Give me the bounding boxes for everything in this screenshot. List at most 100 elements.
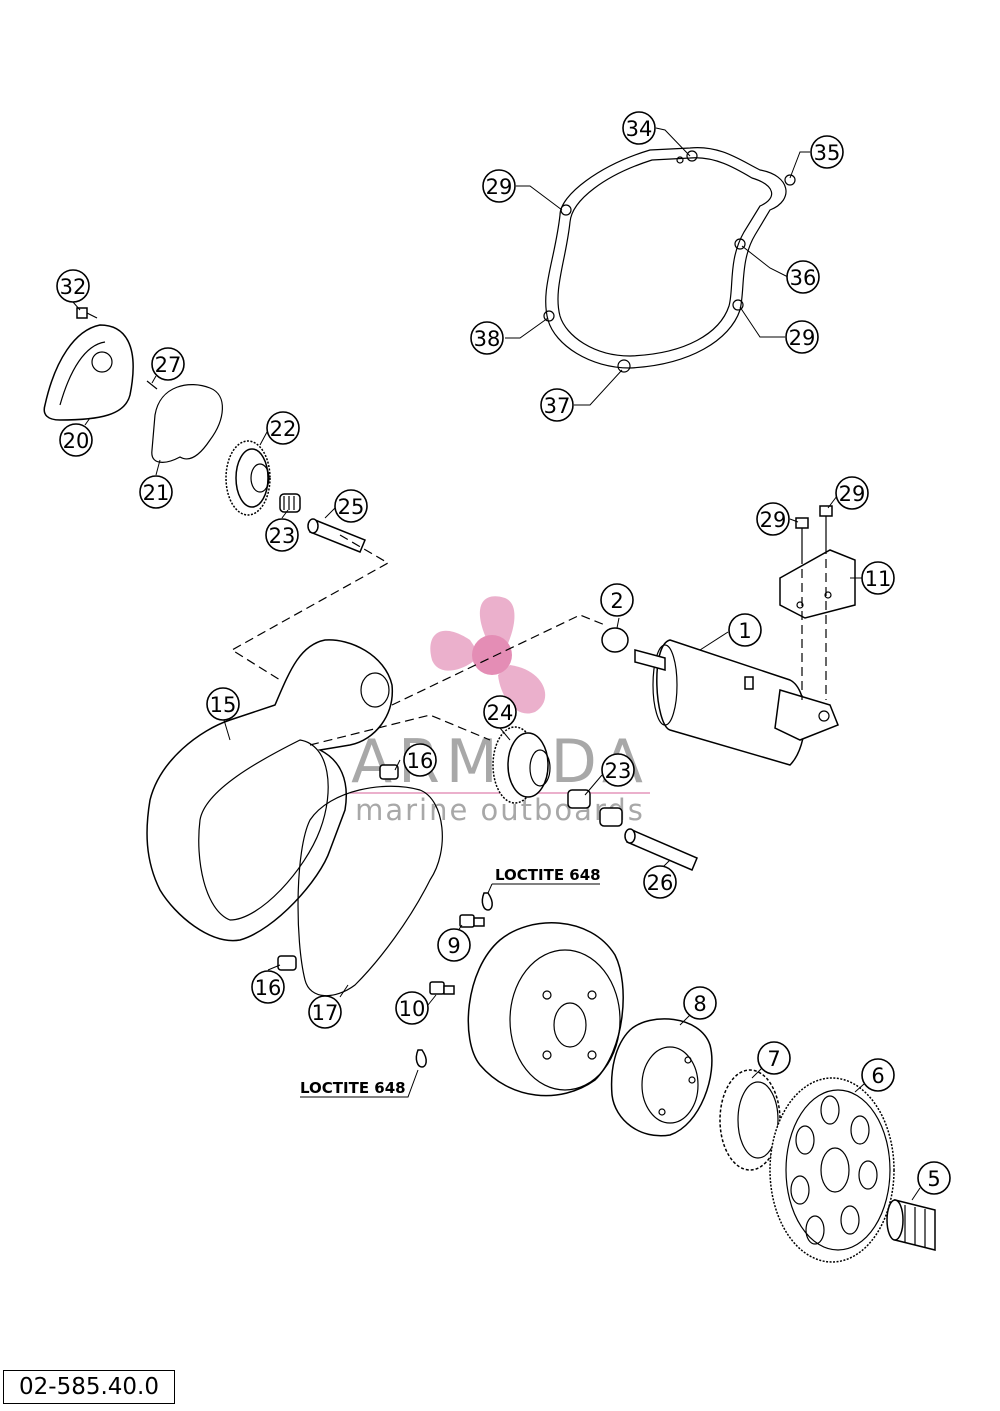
bolt-9 xyxy=(459,914,485,928)
propeller-logo-icon xyxy=(430,596,546,714)
callout-6: 6 xyxy=(861,1058,895,1092)
callout-21: 21 xyxy=(139,475,173,509)
svg-text:15: 15 xyxy=(210,693,237,717)
callout-36: 36 xyxy=(786,260,820,294)
callout-25: 25 xyxy=(334,489,368,523)
svg-text:29: 29 xyxy=(789,326,816,350)
callout-23-top: 23 xyxy=(265,518,299,552)
drawing-number: 02-585.40.0 xyxy=(3,1370,175,1404)
svg-text:23: 23 xyxy=(605,759,632,783)
svg-text:24: 24 xyxy=(487,701,514,725)
bolt-32 xyxy=(76,307,98,319)
callout-26: 26 xyxy=(643,865,677,899)
ignition-cover-gasket xyxy=(543,147,796,373)
callout-7: 7 xyxy=(757,1041,791,1075)
svg-text:10: 10 xyxy=(399,997,426,1021)
needle-bearing-23-top xyxy=(279,493,301,513)
callout-38: 38 xyxy=(470,321,504,355)
leader-lines xyxy=(72,127,921,1201)
dowel-16-upper xyxy=(379,764,399,780)
needle-bearing-5 xyxy=(886,1199,936,1251)
callout-22: 22 xyxy=(266,411,300,445)
callout-17: 17 xyxy=(308,995,342,1029)
callout-37: 37 xyxy=(540,388,574,422)
pin-27 xyxy=(146,380,158,390)
callout-27: 27 xyxy=(151,347,185,381)
svg-text:35: 35 xyxy=(814,141,841,165)
callout-29-bolt-left: 29 xyxy=(756,502,790,536)
svg-text:9: 9 xyxy=(447,934,460,958)
gasket-17 xyxy=(297,785,443,997)
callout-29-gasket-right: 29 xyxy=(785,320,819,354)
loctite-note-lower: LOCTITE 648 xyxy=(300,1079,406,1097)
cover-15 xyxy=(146,639,393,942)
callout-20: 20 xyxy=(59,423,93,457)
callout-1: 1 xyxy=(728,613,762,647)
gear-24 xyxy=(492,726,551,804)
svg-text:27: 27 xyxy=(155,353,182,377)
loctite-note-upper: LOCTITE 648 xyxy=(495,866,601,884)
svg-text:16: 16 xyxy=(255,976,282,1000)
bracket-11 xyxy=(779,549,856,619)
svg-text:1: 1 xyxy=(738,619,751,643)
svg-text:22: 22 xyxy=(270,417,297,441)
callout-32: 32 xyxy=(56,269,90,303)
callout-34: 34 xyxy=(622,111,656,145)
callout-29-gasket-left: 29 xyxy=(482,169,516,203)
svg-text:6: 6 xyxy=(871,1064,884,1088)
svg-text:5: 5 xyxy=(927,1167,940,1191)
loctite-drop-lower-icon xyxy=(415,1049,427,1068)
starter-bolt-dashlines xyxy=(801,545,827,700)
svg-text:21: 21 xyxy=(143,481,170,505)
starter-motor xyxy=(634,639,839,766)
callout-11: 11 xyxy=(861,561,895,595)
shaft-26 xyxy=(624,828,698,871)
callout-9: 9 xyxy=(437,928,471,962)
svg-text:36: 36 xyxy=(790,266,817,290)
callout-24: 24 xyxy=(483,695,517,729)
dowel-16-lower xyxy=(277,955,297,971)
svg-text:38: 38 xyxy=(474,327,501,351)
svg-text:26: 26 xyxy=(647,871,674,895)
starter-gear-6 xyxy=(769,1077,895,1263)
svg-text:25: 25 xyxy=(338,495,365,519)
svg-text:29: 29 xyxy=(839,482,866,506)
watermark-tagline: marine outboards xyxy=(355,793,645,827)
o-ring-2 xyxy=(601,627,629,653)
o-ring-21 xyxy=(151,384,223,463)
bolts-29-starter xyxy=(795,505,833,555)
small-cover xyxy=(43,324,134,421)
callout-23-middle: 23 xyxy=(601,753,635,787)
svg-text:2: 2 xyxy=(610,589,623,613)
callout-35: 35 xyxy=(810,135,844,169)
svg-text:17: 17 xyxy=(312,1001,339,1025)
svg-text:11: 11 xyxy=(865,567,892,591)
svg-text:29: 29 xyxy=(486,175,513,199)
callout-2: 2 xyxy=(600,583,634,617)
svg-text:23: 23 xyxy=(269,524,296,548)
freewheel-housing-8 xyxy=(610,1018,713,1137)
callout-29-bolt-right: 29 xyxy=(835,476,869,510)
callout-15: 15 xyxy=(206,687,240,721)
assembly-dashline-starter xyxy=(391,614,606,706)
svg-text:29: 29 xyxy=(760,508,787,532)
gear-22 xyxy=(225,440,271,516)
svg-text:16: 16 xyxy=(407,749,434,773)
assembly-dashline-upper xyxy=(230,534,390,681)
callout-8: 8 xyxy=(683,986,717,1020)
svg-text:37: 37 xyxy=(544,394,571,418)
loctite-drop-upper-icon xyxy=(481,892,493,911)
svg-text:32: 32 xyxy=(60,275,87,299)
callout-16-lower: 16 xyxy=(251,970,285,1004)
svg-text:7: 7 xyxy=(767,1047,780,1071)
bolt-10 xyxy=(429,981,455,995)
shaft-25 xyxy=(307,518,366,553)
svg-text:8: 8 xyxy=(693,992,706,1016)
callout-5: 5 xyxy=(917,1161,951,1195)
svg-text:34: 34 xyxy=(626,117,653,141)
needle-bearings-23-middle xyxy=(567,789,623,827)
rotor-flywheel xyxy=(467,922,624,1097)
callout-16-upper: 16 xyxy=(403,743,437,777)
callout-10: 10 xyxy=(395,991,429,1025)
